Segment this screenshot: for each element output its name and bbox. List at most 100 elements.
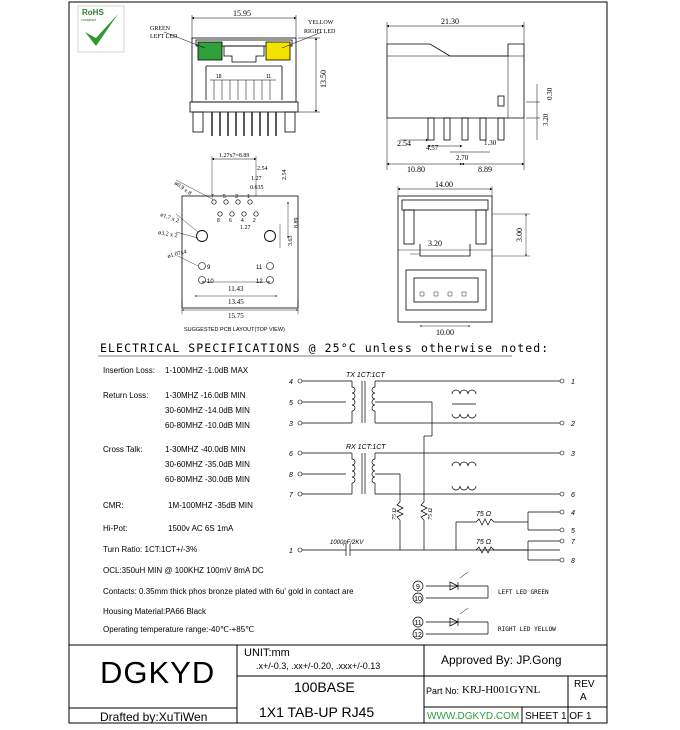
left-led-label-line1: GREEN <box>150 26 171 32</box>
pcb-dim-127: 1.27 <box>251 176 262 182</box>
contacts-spec: Contacts: 0.35mm thick phos bronze plate… <box>103 587 354 596</box>
pcb-hole-17: ø1.7 x 2 <box>159 212 179 224</box>
pcb-pin-10: 10 <box>207 279 214 285</box>
led-left-label: LEFT LED GREEN <box>498 589 549 596</box>
side-view <box>386 22 540 170</box>
pcb-hole-107: ø1.07x4 <box>167 249 187 260</box>
side-dim-254: 2.54 <box>397 139 411 148</box>
side-dim-1080: 10.80 <box>407 165 425 174</box>
led-pin-9: 9 <box>416 584 420 591</box>
right-pin-6: 6 <box>571 492 575 499</box>
led-pin-10: 10 <box>414 596 422 603</box>
right-led-window <box>265 41 291 61</box>
return-loss-row-3: 60-80MHZ -10.0dB MIN <box>165 421 250 430</box>
front-pin-right: 11 <box>266 74 271 80</box>
pcb-dim-127b: 1.27 <box>240 225 251 231</box>
cmr-label: CMR: <box>103 501 124 510</box>
right-led-label-line2: RIGHT LED <box>304 29 336 35</box>
right-pin-2: 2 <box>570 421 575 428</box>
right-pin-8: 8 <box>571 558 575 565</box>
temp-spec: Operating temperature range:-40℃-+85℃ <box>103 625 255 634</box>
right-led-label-line1: YELLOW <box>308 20 334 26</box>
side-dim-889: 8.89 <box>478 165 492 174</box>
tolerance: .x+/-0.3, .xx+/-0.20, .xxx+/-0.13 <box>256 661 381 671</box>
pcb-pin-2: 2 <box>253 218 256 224</box>
rohs-logo: RoHS compliant <box>77 5 125 53</box>
pcb-pin-8: 8 <box>217 218 220 224</box>
part-number: KRJ-H001GYNL <box>462 684 541 696</box>
pcb-dim-1143: 11.43 <box>228 285 244 293</box>
pcb-pin-5: 5 <box>223 194 226 200</box>
return-loss-label: Return Loss: <box>103 391 149 400</box>
pcb-dim-363: 3.63 <box>288 236 294 247</box>
rohs-check-icon <box>85 14 118 46</box>
right-pin-5: 5 <box>571 528 575 535</box>
title-block <box>69 644 607 723</box>
pcb-dim-1345: 13.45 <box>228 298 244 306</box>
side-dim-130: 1.30 <box>484 139 497 147</box>
part-label: Part No: <box>426 686 460 696</box>
left-pin-6: 6 <box>289 451 293 458</box>
front-view <box>163 15 323 136</box>
left-led-label-line2: LEFT LED <box>150 34 178 40</box>
return-loss-row-2: 30-60MHZ -14.0dB MIN <box>165 406 250 415</box>
left-pin-8: 8 <box>289 472 293 479</box>
pcb-pin-1: 1 <box>247 194 250 200</box>
left-pin-4: 4 <box>289 379 293 386</box>
res-75-a: 75 Ω <box>392 508 398 521</box>
left-pin-3: 3 <box>289 421 293 428</box>
pcb-pin-6: 6 <box>229 218 232 224</box>
rev-label: REV <box>574 679 595 690</box>
right-pin-3: 3 <box>571 451 575 458</box>
pcb-layout <box>175 156 299 314</box>
right-pin-4: 4 <box>571 510 575 517</box>
cross-talk-row-2: 30-60MHZ -35.0dB MIN <box>165 460 250 469</box>
pcb-pin-3: 3 <box>235 194 238 200</box>
side-dim-width: 21.30 <box>441 17 459 26</box>
schematic <box>297 378 565 640</box>
pcb-pin-9: 9 <box>207 265 211 271</box>
left-pin-1: 1 <box>289 548 293 555</box>
cmr-value: 1M-100MHZ -35dB MIN <box>168 501 253 510</box>
turn-ratio: Turn Ratio: 1CT:1CT+/-3% <box>103 545 198 554</box>
pcb-dim-0635: 0.635 <box>250 185 264 191</box>
side-dim-457: 4.57 <box>426 144 439 152</box>
res-75-right-bottom: 75 Ω <box>476 539 492 546</box>
website-link[interactable]: WWW.DGKYD.COM <box>427 711 520 722</box>
side-dim-320: 3.20 <box>542 113 550 126</box>
cap-label: 1000pF/2KV <box>330 540 364 546</box>
front-dim-height: 13.50 <box>319 70 328 88</box>
bottom-dim-1400: 14.00 <box>435 180 453 189</box>
pcb-caption: SUGGESTED PCB LAYOUT(TOP VIEW) <box>184 327 285 333</box>
led-pin-11: 11 <box>414 620 421 627</box>
rohs-title: RoHS <box>82 8 104 17</box>
side-dim-030: 0.30 <box>546 87 554 100</box>
rohs-subtitle: compliant <box>81 18 96 22</box>
product-line-1: 100BASE <box>294 679 355 695</box>
pcb-dim-254b: 2.54 <box>282 170 288 181</box>
hipot-value: 1500v AC 6S 1mA <box>168 524 234 533</box>
front-dim-width: 15.95 <box>233 9 251 18</box>
insertion-loss-label: Insertion Loss: <box>103 366 156 375</box>
cross-talk-row-1: 1-30MHZ -40.0dB MIN <box>165 445 246 454</box>
res-75-b: 75 Ω <box>428 508 434 521</box>
bottom-view <box>397 186 530 327</box>
pcb-pin-12: 12 <box>256 279 263 285</box>
product-line-2: 1X1 TAB-UP RJ45 <box>259 704 375 720</box>
bottom-dim-1000: 10.00 <box>436 328 454 337</box>
pcb-dim-pitch: 1.27x7=8.89 <box>219 153 249 159</box>
rx-label: RX 1CT:1CT <box>346 444 386 451</box>
drafted-by: Drafted by:XuTiWen <box>100 710 208 724</box>
return-loss-row-1: 1-30MHZ -16.0dB MIN <box>165 391 246 400</box>
pcb-dim-1575: 15.75 <box>228 312 244 320</box>
unit-label: UNIT:mm <box>244 647 290 659</box>
cross-talk-label: Cross Talk: <box>103 445 143 454</box>
cross-talk-row-3: 60-80MHZ -30.0dB MIN <box>165 475 250 484</box>
pcb-hole-32: ø3.2 x 2 <box>158 230 178 239</box>
pcb-dim-254a: 2.54 <box>257 166 268 172</box>
right-pin-1: 1 <box>571 379 575 386</box>
pcb-pin-4: 4 <box>241 218 244 224</box>
sheet-border <box>68 1 608 724</box>
